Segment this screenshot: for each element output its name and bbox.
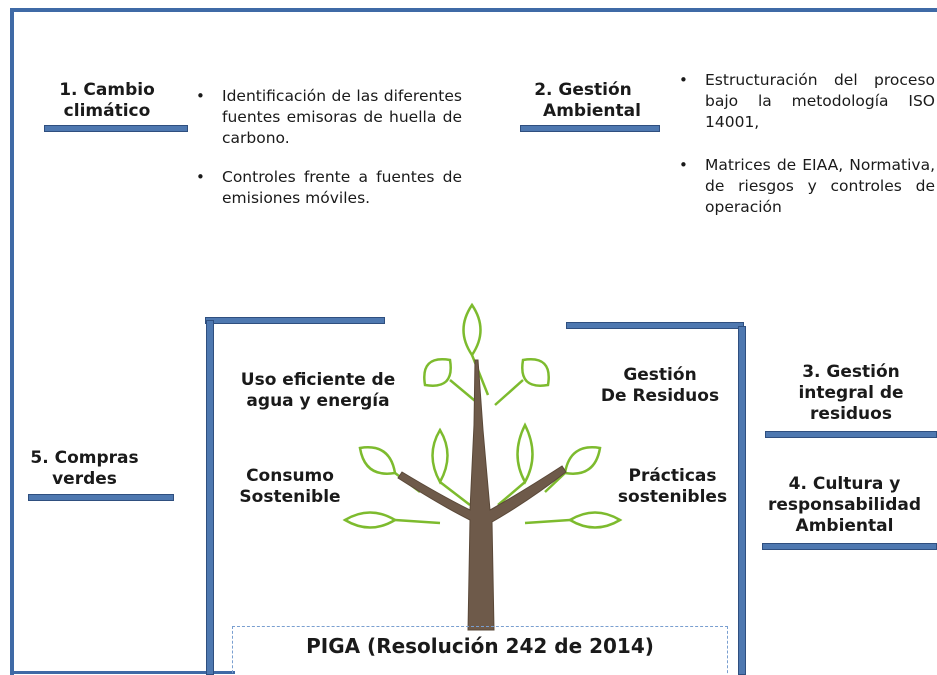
- cambio-underline: [44, 125, 188, 132]
- gestion-ambiental-line1: 2. Gestión: [534, 80, 632, 100]
- gestion-integral-heading: 3. Gestión integral de residuos: [766, 362, 936, 425]
- frame-left-line: [10, 8, 14, 675]
- gestion-residuos-line1: Gestión: [623, 365, 697, 385]
- inner-frame-top-right: [566, 322, 744, 329]
- gestion-integral-line3: residuos: [810, 404, 892, 424]
- compras-line1: 5. Compras: [30, 448, 139, 468]
- practicas-line1: Prácticas: [628, 466, 717, 486]
- cultura-line1: 4. Cultura y: [788, 474, 901, 494]
- gestion-integral-line2: integral de: [798, 383, 904, 403]
- gestion-ambiental-bullet-2: Matrices de EIAA, Normativa, de riesgos …: [675, 155, 935, 218]
- cultura-line3: Ambiental: [795, 516, 894, 536]
- compras-underline: [28, 494, 174, 501]
- uso-eficiente-label: Uso eficiente de agua y energía: [218, 370, 418, 412]
- compras-verdes-heading: 5. Compras verdes: [22, 448, 147, 490]
- consumo-line2: Sostenible: [239, 487, 341, 507]
- cambio-bullet-1: Identificación de las diferentes fuentes…: [192, 86, 462, 149]
- cultura-line2: responsabilidad: [767, 495, 922, 515]
- frame-top-line: [10, 8, 937, 12]
- tree-trunk: [397, 359, 567, 631]
- cambio-heading-line1: 1. Cambio: [59, 80, 155, 100]
- uso-eficiente-line2: agua y energía: [246, 391, 390, 411]
- cambio-bullet-2: Controles frente a fuentes de emisiones …: [192, 167, 462, 209]
- practicas-sostenibles-label: Prácticas sostenibles: [605, 466, 740, 508]
- cambio-heading-line2: climático: [63, 101, 151, 121]
- gestion-ambiental-bullet-1: Estructuración del proceso bajo la metod…: [675, 70, 935, 133]
- cultura-heading: 4. Cultura y responsabilidad Ambiental: [752, 474, 937, 537]
- inner-frame-top-left: [205, 317, 385, 324]
- compras-line2: verdes: [52, 469, 117, 489]
- consumo-sostenible-label: Consumo Sostenible: [225, 466, 355, 508]
- piga-title: PIGA (Resolución 242 de 2014): [306, 634, 654, 658]
- gestion-residuos-line2: De Residuos: [600, 386, 720, 406]
- gestion-ambiental-line2: Ambiental: [543, 101, 641, 121]
- frame-bottom-line: [10, 671, 235, 674]
- gestion-residuos-label: Gestión De Residuos: [575, 365, 745, 407]
- cambio-climatico-heading: 1. Cambio climático: [22, 80, 192, 122]
- consumo-line1: Consumo: [246, 466, 334, 486]
- practicas-line2: sostenibles: [617, 487, 728, 507]
- gestion-ambiental-heading: 2. Gestión Ambiental: [503, 80, 663, 122]
- piga-box: PIGA (Resolución 242 de 2014): [232, 626, 728, 675]
- gestion-ambiental-bullets: Estructuración del proceso bajo la metod…: [675, 70, 935, 236]
- cambio-bullets: Identificación de las diferentes fuentes…: [192, 86, 462, 227]
- gestion-integral-line1: 3. Gestión: [802, 362, 900, 382]
- uso-eficiente-line1: Uso eficiente de: [240, 370, 396, 390]
- gestion-ambiental-underline: [520, 125, 660, 132]
